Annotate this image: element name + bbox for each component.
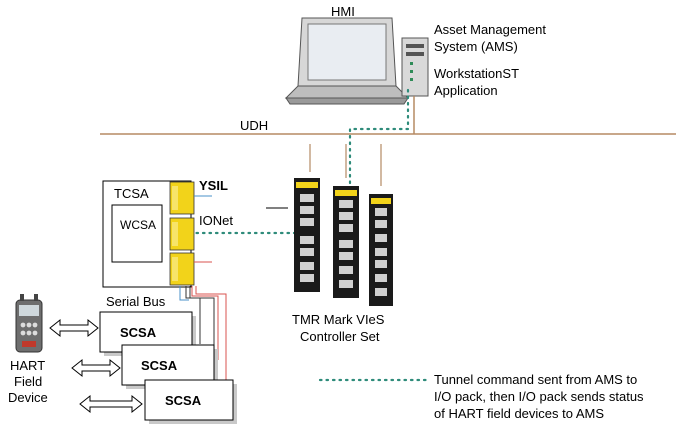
- controller-label-line1: TMR Mark VIeS: [292, 312, 385, 327]
- legend-text-line1: Tunnel command sent from AMS to: [434, 372, 638, 387]
- hmi-label: HMI: [331, 4, 355, 19]
- scsa-label-1: SCSA: [120, 325, 157, 340]
- scsa-label-3: SCSA: [165, 393, 202, 408]
- ams-tower-icon: [401, 37, 429, 97]
- scsa-box-3: [144, 379, 237, 424]
- serial-bus-wires: [179, 286, 227, 404]
- hart-label-line1: HART: [10, 358, 46, 373]
- wcsa-box: [111, 204, 163, 263]
- workstation-label-line1: WorkstationST: [434, 66, 520, 81]
- wcsa-label: WCSA: [120, 218, 156, 232]
- controller-rack-1: [294, 178, 320, 292]
- hart-label-line2: Field: [14, 374, 43, 389]
- hart-double-arrows: [49, 318, 143, 414]
- ams-label-line1: Asset Management: [434, 22, 547, 37]
- io-packs: [169, 181, 195, 286]
- ams-label-line2: System (AMS): [434, 39, 518, 54]
- scsa-label-2: SCSA: [141, 358, 178, 373]
- controller-label-line2: Controller Set: [300, 329, 380, 344]
- ysil-label: YSIL: [199, 178, 228, 193]
- hmi-computer-icon: [284, 17, 410, 105]
- workstation-label-line2: Application: [434, 83, 498, 98]
- legend-text-line3: of HART field devices to AMS: [434, 406, 605, 421]
- legend-text-line2: I/O pack, then I/O pack sends status: [434, 389, 644, 404]
- tcsa-label: TCSA: [114, 186, 149, 201]
- hart-field-device-icon: [15, 294, 43, 353]
- serial-bus-label: Serial Bus: [106, 294, 166, 309]
- controller-rack-3: [369, 194, 393, 306]
- ionet-label: IONet: [199, 213, 233, 228]
- tunnel-dotted-path: [188, 88, 410, 235]
- udh-label: UDH: [240, 118, 269, 133]
- controller-rack-2: [333, 186, 359, 298]
- hart-label-line3: Device: [8, 390, 48, 405]
